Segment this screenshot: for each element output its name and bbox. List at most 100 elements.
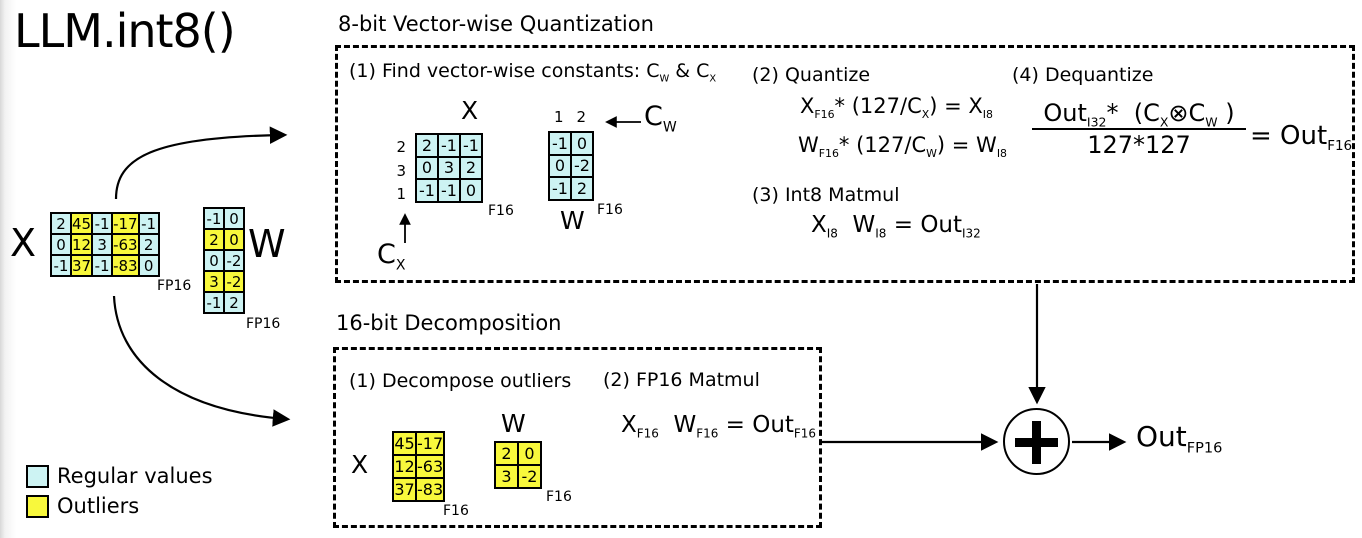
outlier-cell: -2	[517, 464, 542, 489]
regular-cell: 0	[223, 207, 245, 230]
index-label: 2	[576, 108, 587, 126]
regular-cell: -1	[91, 254, 114, 277]
quant-cw-label: CW	[644, 101, 677, 136]
dequantize-numerator: OutI32* (CX⊗CW )	[1043, 99, 1235, 130]
quant-step1-label: (1) Find vector-wise constants: CW & CX	[349, 60, 717, 85]
regular-cell: 2	[223, 291, 245, 314]
fp16-matmul-formula: XF16 WF16 = OutF16	[621, 412, 817, 441]
int8-matmul-formula: XI8 WI8 = OutI32	[811, 212, 981, 241]
regular-cell: -1	[415, 178, 439, 203]
sum-node	[1003, 408, 1070, 475]
index-label: 1	[554, 108, 564, 126]
input-x-label: X	[10, 221, 37, 265]
decomp-step2-label: (2) FP16 Matmul	[603, 369, 760, 391]
output-label: OutFP16	[1136, 420, 1223, 457]
outlier-cell: -17	[414, 431, 446, 456]
dequantize-denominator: 127*127	[1087, 131, 1191, 159]
regular-cell: 2	[415, 133, 439, 158]
outlier-cell: -17	[111, 212, 140, 235]
regular-cell: 3	[437, 155, 461, 180]
regular-cell: 2	[137, 233, 160, 256]
outlier-cell: 0	[517, 441, 542, 466]
quantize-formula-x: XF16* (127/CX) = XI8	[800, 94, 993, 121]
index-label: 2	[396, 138, 406, 156]
regular-cell: 0	[203, 249, 225, 272]
outlier-cell: 12	[69, 233, 94, 256]
decomp-w-dtype: F16	[546, 489, 572, 505]
outlier-cell: 45	[392, 431, 417, 456]
regular-cell: 0	[415, 155, 439, 180]
index-label: 3	[396, 161, 406, 180]
quant-x-row-labels: 2 3 1	[392, 136, 406, 207]
quant-step2-label: (2) Quantize	[752, 64, 871, 86]
regular-cell: -1	[91, 212, 114, 235]
regular-cell: 2	[570, 176, 594, 201]
input-x-dtype: FP16	[157, 278, 192, 294]
regular-cell: -1	[459, 133, 483, 158]
quant-cx-label: CX	[377, 239, 406, 274]
decomp-w-label: W	[501, 409, 526, 438]
regular-cell: -1	[437, 178, 461, 203]
outlier-cell: -2	[223, 270, 245, 293]
regular-cell: 0	[137, 254, 160, 277]
outlier-cell: 2	[494, 441, 519, 466]
quantize-formula-w: WF16* (127/CW) = WI8	[798, 133, 1007, 160]
regular-cell: -1	[203, 207, 225, 230]
regular-cell: 0	[548, 153, 572, 178]
fraction-bar	[1032, 128, 1246, 130]
outlier-cell: 37	[69, 254, 94, 277]
input-w-dtype: FP16	[246, 316, 281, 332]
decomp-x-label: X	[351, 450, 369, 479]
regular-cell: -2	[223, 249, 245, 272]
regular-cell: 0	[50, 233, 72, 256]
regular-cell: -1	[548, 176, 572, 201]
outlier-cell: 2	[203, 228, 225, 251]
arrow-input-to-decompbox	[112, 295, 291, 427]
regular-cell: -2	[570, 153, 594, 178]
regular-cell: -1	[137, 212, 160, 235]
regular-cell: -1	[50, 254, 72, 277]
dequantize-fraction: OutI32* (CX⊗CW ) 127*127	[1032, 99, 1246, 159]
decomp-box-title: 16-bit Decomposition	[336, 311, 562, 335]
quant-w-label: W	[560, 206, 585, 235]
regular-cell: -1	[437, 133, 461, 158]
regular-cell: 2	[50, 212, 72, 235]
quant-x-label: X	[461, 96, 479, 125]
outlier-cell: 37	[392, 477, 417, 502]
outlier-cell: -83	[111, 254, 140, 277]
regular-cell: 0	[570, 131, 594, 156]
quant-box-title: 8-bit Vector-wise Quantization	[338, 12, 654, 36]
regular-cell: 2	[459, 155, 483, 180]
outlier-cell: -63	[111, 233, 140, 256]
input-w-label: W	[248, 222, 286, 266]
regular-cell: 0	[459, 178, 483, 203]
regular-cell: -1	[203, 291, 225, 314]
index-label: 1	[396, 185, 406, 204]
outlier-cell: -63	[414, 454, 446, 479]
decomp-x-dtype: F16	[443, 503, 469, 519]
outlier-cell: -83	[414, 477, 446, 502]
dequantize-result: = OutF16	[1250, 121, 1353, 155]
legend-outlier-swatch	[26, 495, 49, 518]
decomp-box	[333, 347, 822, 528]
arrow-input-to-quantbox	[114, 126, 288, 200]
quant-step3-label: (3) Int8 Matmul	[752, 184, 900, 206]
legend-regular-label: Regular values	[57, 464, 213, 488]
outlier-cell: 3	[203, 270, 225, 293]
regular-cell: -1	[548, 131, 572, 156]
regular-cell: 3	[91, 233, 114, 256]
